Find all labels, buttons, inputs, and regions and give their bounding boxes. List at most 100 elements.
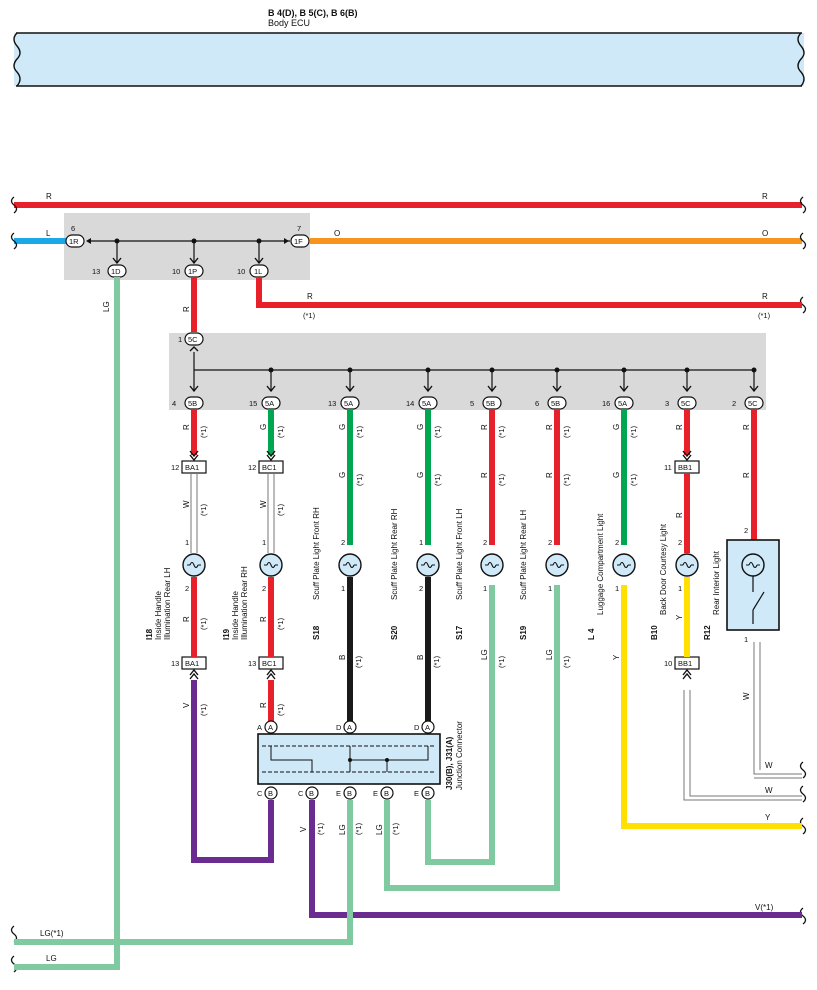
connector-arrow: [619, 385, 629, 393]
wire-color: R: [259, 702, 268, 708]
connector-pin: 12: [171, 463, 179, 472]
pin-number: 2: [483, 538, 487, 547]
connector-id: 5A: [618, 399, 627, 408]
wire-color: B: [338, 655, 347, 660]
bottom-wires: W W Y V(*1) LG(*1) LG V (*1) LG (*1) LG …: [14, 585, 802, 963]
connector-id: BC1: [262, 659, 277, 668]
svg-text:1F: 1F: [294, 237, 303, 246]
wire-note: (*1): [276, 503, 285, 516]
junction-pin-id: A: [425, 723, 430, 732]
wire-color: R: [182, 616, 191, 622]
connector-pin: 5: [470, 399, 474, 408]
junction-pin-id: B: [384, 789, 389, 798]
connector-pin: 2: [732, 399, 736, 408]
wire-w: [190, 473, 198, 553]
component-name: Luggage Compartment Light: [596, 513, 605, 615]
wire-note: (*1): [433, 425, 442, 438]
svg-text:L: L: [46, 229, 51, 238]
component-name: Back Door Courtesy Light: [659, 523, 668, 615]
junction-pin-letter: E: [336, 789, 341, 798]
junction-pin-bottom: [421, 786, 435, 800]
connector-pin: 15: [249, 399, 257, 408]
connector-id: 5B: [188, 399, 197, 408]
pin-number: 2: [744, 526, 748, 535]
connector-pin: 10: [664, 659, 672, 668]
component-name: Inside Handle: [231, 591, 240, 640]
wire-color: R: [545, 424, 554, 430]
svg-text:LG: LG: [338, 824, 347, 835]
component-code: R12: [703, 625, 712, 640]
connector-id: 5B: [551, 399, 560, 408]
wire-note: (*1): [497, 473, 506, 486]
junction-pin-id: B: [268, 789, 273, 798]
svg-text:6: 6: [71, 224, 75, 233]
wire-r-1l: R (*1) R (*1): [256, 277, 802, 320]
wire-note: (*1): [276, 703, 285, 716]
junction-pin-letter: D: [414, 723, 420, 732]
wire-color: R: [259, 616, 268, 622]
connector-arrow: [189, 450, 199, 462]
wire-color: G: [416, 424, 425, 430]
connector-arrow: [266, 450, 276, 462]
junction-pin-id: A: [268, 723, 273, 732]
component-name: Scuff Plate Light Rear LH: [519, 510, 528, 600]
connector-1r: 1R 6: [65, 224, 91, 248]
wire-color: W: [182, 500, 191, 508]
wire-color: W: [259, 500, 268, 508]
bulb-icon: [416, 553, 440, 577]
wire-o: O O: [310, 229, 802, 244]
ecu-pins: B 4(D), B 5(C), B 6(B): [268, 8, 358, 18]
connector-id: 5C: [681, 399, 691, 408]
bulb-icon: [338, 553, 362, 577]
wire-color: Y: [612, 654, 621, 660]
svg-text:5C: 5C: [188, 335, 198, 344]
pin-number: 2: [341, 538, 345, 547]
connector-pin: 13: [328, 399, 336, 408]
svg-text:LG: LG: [46, 954, 57, 963]
wire-note: (*1): [355, 425, 364, 438]
bulb-icon: [612, 553, 636, 577]
wire-color: G: [416, 472, 425, 478]
svg-text:R: R: [46, 192, 52, 201]
junction-pin-top: [421, 720, 435, 734]
wire-note: (*1): [497, 655, 506, 668]
right-brackets: [799, 196, 807, 925]
junction-connector: J30(B), J31(A) Junction Connector: [257, 721, 464, 790]
connector-arrow: [682, 450, 692, 462]
component-code: S17: [455, 625, 464, 640]
junction-pin-letter: C: [257, 789, 263, 798]
connector-pin: 4: [172, 399, 176, 408]
wire-color: R: [480, 424, 489, 430]
svg-text:LG: LG: [375, 824, 384, 835]
wire-color: W: [742, 692, 751, 700]
wire-note: (*1): [629, 473, 638, 486]
wire-note: (*1): [629, 425, 638, 438]
pin-number: 1: [262, 538, 266, 547]
pin-number: 1: [419, 538, 423, 547]
connector-id: 5A: [265, 399, 274, 408]
wire-l: L: [14, 229, 66, 244]
wire-note: (*1): [276, 617, 285, 630]
junction-pin-id: B: [347, 789, 352, 798]
connector-pin: 16: [602, 399, 610, 408]
pin-number: 1: [185, 538, 189, 547]
svg-text:R: R: [182, 306, 191, 312]
junction-pin-letter: A: [257, 723, 262, 732]
wire-note: (*1): [354, 655, 363, 668]
svg-text:V(*1): V(*1): [755, 903, 774, 912]
svg-text:O: O: [334, 229, 340, 238]
svg-text:(*1): (*1): [354, 822, 363, 835]
wire-note: (*1): [199, 617, 208, 630]
wire-color: G: [338, 424, 347, 430]
wire-note: (*1): [433, 473, 442, 486]
svg-text:7: 7: [297, 224, 301, 233]
component-name: Illumination Rear RH: [240, 566, 249, 640]
wire-note: (*1): [562, 425, 571, 438]
ecu-header: B 4(D), B 5(C), B 6(B) Body ECU: [268, 8, 358, 28]
connector-pin: 14: [406, 399, 414, 408]
wire-r-top: R R: [14, 192, 802, 208]
svg-text:LG: LG: [102, 301, 111, 312]
svg-text:R: R: [762, 292, 768, 301]
body-ecu-box: [13, 32, 805, 87]
connector-id: 5A: [344, 399, 353, 408]
